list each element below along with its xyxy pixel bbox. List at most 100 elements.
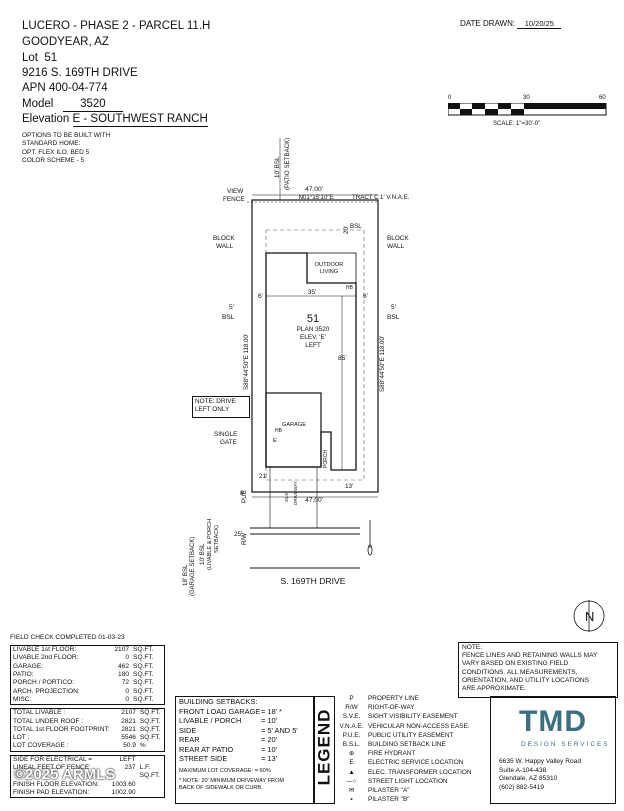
scale-tick-60: 60 xyxy=(599,95,606,101)
company-address2: Suite A-104-438 xyxy=(499,766,547,774)
hose-bib-garage: HB xyxy=(275,428,283,434)
dim-21: 21' xyxy=(259,473,267,480)
legend-symbol: V.N.A.E. xyxy=(339,722,364,730)
legend-symbol: ⊕ xyxy=(348,750,355,758)
lot-line: Lot 51 xyxy=(22,51,57,65)
rw-25: 25' xyxy=(234,531,242,538)
legend-item: ✉PILASTER "A" xyxy=(335,786,485,795)
right-bearing: S88°44'50"E 118.00' xyxy=(379,336,386,392)
field-label: LOT : xyxy=(13,734,30,742)
setback-value: = 18' * xyxy=(261,707,282,716)
field-label: PORCH / PORTICO: xyxy=(13,679,75,687)
fence-note-box: NOTE: FENCE LINES AND RETAINING WALLS MA… xyxy=(458,642,618,698)
model-label: Model xyxy=(22,98,54,110)
block-wall-right2: WALL xyxy=(387,243,405,250)
field-unit: SQ.FT. xyxy=(133,679,154,687)
legend-symbol: E xyxy=(349,759,354,767)
model-value: 3520 xyxy=(62,97,123,112)
view-fence-label: VIEW xyxy=(227,188,244,195)
front-bsl-10: 10' BSL xyxy=(199,543,206,565)
driveway-label: DRIVEWAY xyxy=(293,481,298,505)
project-city: GOODYEAR, AZ xyxy=(22,36,109,48)
legend-title: LEGEND xyxy=(314,708,334,786)
setbacks-panel: BUILDING SETBACKS: FRONT LOAD GARAGE= 18… xyxy=(175,696,315,804)
field-unit: SQ.FT. xyxy=(133,646,154,654)
top-dimension: 47.00' xyxy=(305,186,323,193)
dim-35: 35' xyxy=(308,289,317,296)
fence-note-line4: CONDITIONS. ALL MEASUREMENTS, xyxy=(462,668,578,676)
scale-tick-30: 30 xyxy=(523,95,530,101)
setback-label: LIVABLE / PORCH xyxy=(179,716,242,726)
field-label: LOT COVERAGE : xyxy=(13,742,69,750)
date-value: 10/20/25 xyxy=(517,19,562,29)
dim-6-right: 6' xyxy=(363,293,368,300)
dim-85: 85' xyxy=(338,355,347,362)
field-label: LIVABLE 1st FLOOR: xyxy=(13,646,77,654)
field-value: 2821 xyxy=(121,725,136,733)
legend-item: B.S.L.BUILDING SETBACK LINE xyxy=(335,740,485,749)
field-label: MISC: xyxy=(13,695,32,703)
legend-item: ⊕FIRE HYDRANT xyxy=(335,749,485,758)
field-unit: SQ.FT. xyxy=(133,662,154,670)
field-value: 0 xyxy=(125,695,130,703)
pue-8: 8' xyxy=(240,490,245,497)
field-unit: SQ.FT. xyxy=(133,687,154,695)
note-drive-line1: NOTE: DRIVE xyxy=(195,398,236,405)
legend-title-box: LEGEND xyxy=(313,696,335,804)
company-logo: TMD xyxy=(519,705,587,738)
dimension-lines xyxy=(252,138,378,498)
outdoor-living-area xyxy=(306,252,357,284)
field-value: 5546 xyxy=(121,734,136,742)
legend-text: BUILDING SETBACK LINE xyxy=(368,741,446,749)
single-gate: SINGLE xyxy=(214,431,237,438)
side-left-5: 5' xyxy=(229,304,234,311)
scale-label: SCALE: 1"=30'-0" xyxy=(493,121,541,127)
lot-boundary xyxy=(251,199,379,493)
setback-note-1: * NOTE: 20' MINIMUM DRIVEWAY FROM xyxy=(179,778,285,785)
dim-13: 13' xyxy=(345,483,353,490)
field-label: SIDE FOR ELECTRICAL = xyxy=(13,755,93,763)
field-unit: L.F. xyxy=(139,764,151,771)
single-gate2: GATE xyxy=(220,439,237,446)
legend-item: ▪ PILASTER "B" xyxy=(335,795,485,804)
field-value: 2107 xyxy=(114,646,130,654)
setback-value: = 20' xyxy=(261,735,278,745)
legend-symbol: ▪ xyxy=(350,796,353,804)
company-address1: 6635 W. Happy Valley Road xyxy=(499,758,581,765)
porch-label: PORCH xyxy=(323,450,329,468)
legend-item: S.V.E.SIGHT VISIBILITY EASEMENT xyxy=(335,712,485,721)
setback-label: STREET SIDE xyxy=(179,754,228,764)
note-drive-box: NOTE: DRIVE LEFT ONLY xyxy=(192,396,250,418)
hose-bib-rear: HB xyxy=(346,285,354,291)
setback-note-2: BACK OF SIDEWALK OR CURB. xyxy=(179,785,263,792)
field-unit: SQ.FT. xyxy=(133,671,154,679)
field-value: 0 xyxy=(125,654,130,662)
tract-label: TRACT C xyxy=(352,194,379,201)
setback-row: LIVABLE / PORCH= 10' xyxy=(176,716,314,725)
watermark: ©2025 ARMLS xyxy=(14,766,116,783)
block-wall-right: BLOCK xyxy=(387,235,409,242)
legend-text: PILASTER "B" xyxy=(368,796,410,804)
max-coverage: MAXIMUM LOT COVERAGE: = 60% xyxy=(179,768,271,775)
legend-text: VEHICULAR NON-ACCESS EASE. xyxy=(368,722,470,730)
rear-bsl: 10' BSL xyxy=(274,156,281,178)
bsl-20b: BSL xyxy=(350,223,362,230)
electric-service-mark: E xyxy=(273,438,277,444)
setback-label: SIDE xyxy=(179,725,197,735)
date-label: DATE DRAWN: xyxy=(460,19,516,28)
field-unit: SQ.FT. xyxy=(139,717,161,725)
legend-symbol: R/W xyxy=(345,704,358,712)
legend-text: ELEC. TRANSFORMER LOCATION xyxy=(368,768,472,776)
option-2: COLOR SCHEME - 5 xyxy=(22,157,85,164)
setback-row: FRONT LOAD GARAGE= 18' * xyxy=(176,707,314,716)
